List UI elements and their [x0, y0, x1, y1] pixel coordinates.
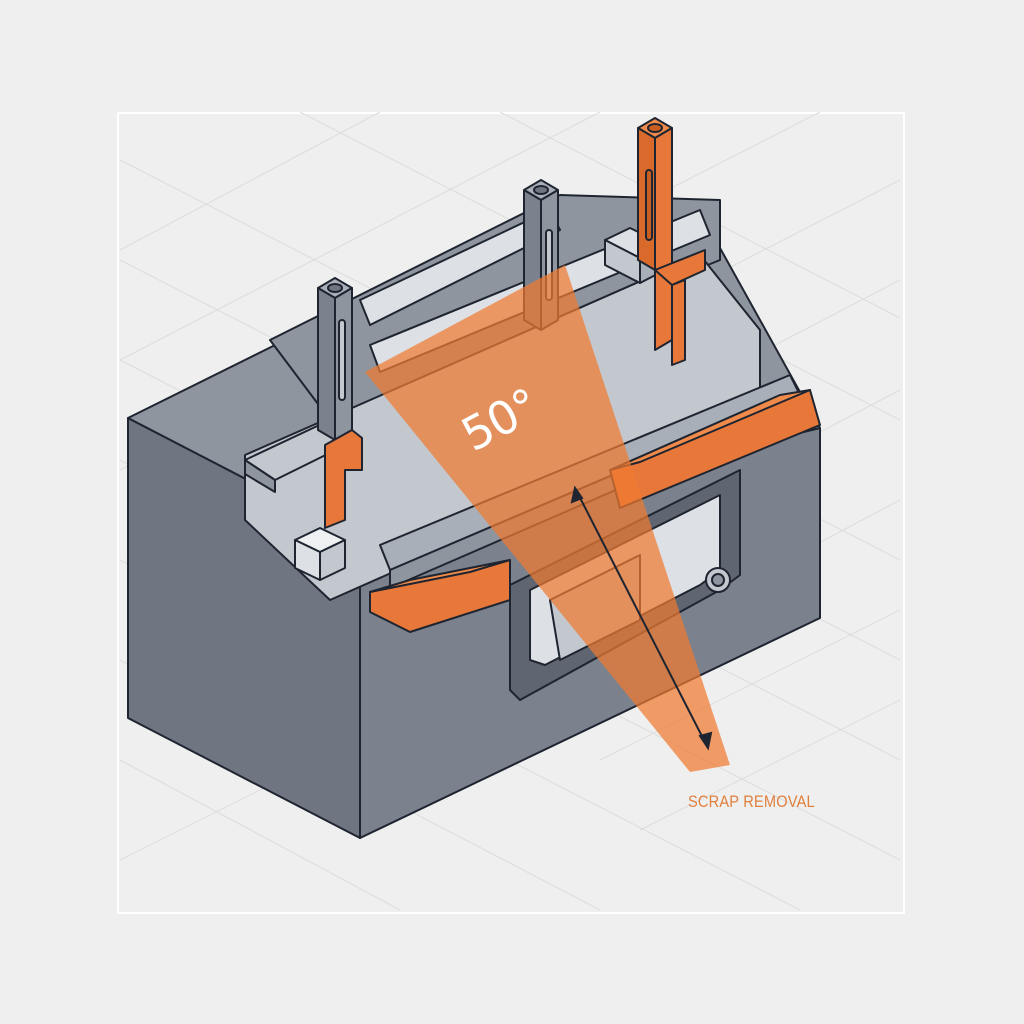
left-orange-bracket — [324, 429, 363, 529]
left-plate-face — [244, 459, 276, 493]
trajectory-arrow — [570, 485, 713, 751]
guide-post-left — [317, 277, 353, 441]
drawing-frame — [117, 112, 905, 914]
rail-back — [359, 209, 561, 326]
cube-right — [319, 539, 346, 581]
scrap-removal-caption: SCRAP REMOVAL — [688, 792, 815, 811]
guide-post-right — [637, 117, 706, 366]
scrap-discharge-cone — [365, 265, 730, 772]
stripper-rail-top — [369, 559, 511, 593]
